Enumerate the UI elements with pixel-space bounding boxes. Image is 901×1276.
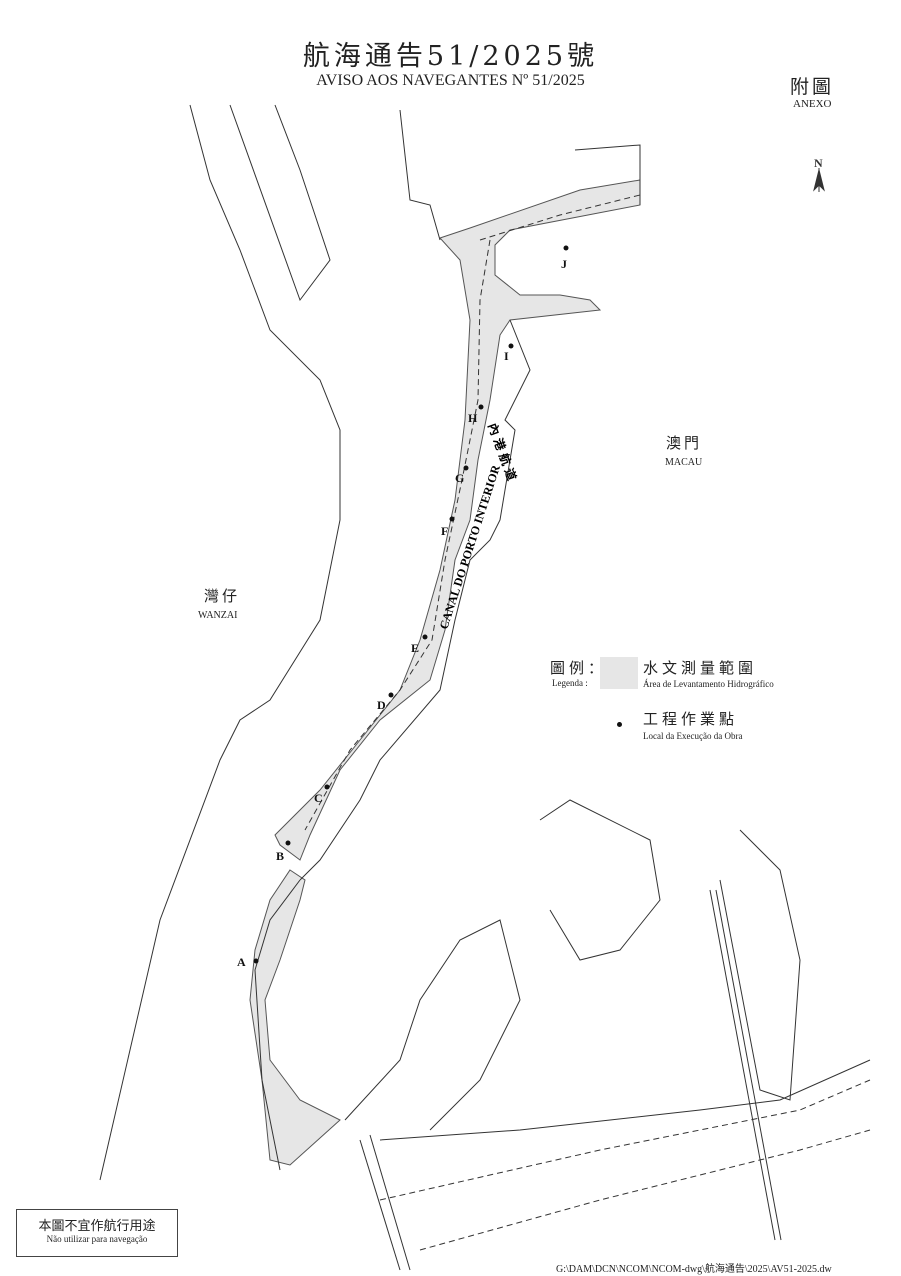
point-b <box>285 840 291 846</box>
legend-survey-zh: 水文測量範圍 <box>643 659 758 677</box>
point-i <box>508 343 514 349</box>
works-points: A B C D E F G H I J <box>237 245 569 969</box>
svg-text:I: I <box>504 349 509 363</box>
svg-text:A: A <box>237 955 246 969</box>
point-d <box>388 692 394 698</box>
survey-area <box>274 179 641 861</box>
disclaimer-zh: 本圖不宜作航行用途 <box>38 1219 156 1234</box>
annex-label-chinese: 附圖 <box>790 76 835 98</box>
point-f <box>449 516 455 522</box>
point-a <box>253 958 259 964</box>
svg-text:B: B <box>276 849 284 863</box>
svg-text:H: H <box>468 411 478 425</box>
wanzai-label-zh: 灣仔 <box>204 587 241 605</box>
svg-text:F: F <box>441 524 448 538</box>
disclaimer-pt: Não utilizar para navegação <box>46 1234 148 1244</box>
legend-works-pt: Local da Execução da Obra <box>643 731 743 741</box>
file-path: G:\DAM\DCN\NCOM\NCOM-dwg\航海通告\2025\AV51-… <box>556 1264 832 1275</box>
macau-label-pt: MACAU <box>665 457 703 468</box>
svg-text:J: J <box>561 257 567 271</box>
legend-survey-pt: Área de Levantamento Hidrográfico <box>643 679 774 689</box>
svg-text:C: C <box>314 791 323 805</box>
point-g <box>463 465 469 471</box>
north-arrow-icon: N <box>813 156 825 192</box>
legend-title-pt: Legenda : <box>552 678 588 688</box>
title-chinese: 航海通告51/2025號 <box>302 41 599 72</box>
svg-text:D: D <box>377 698 386 712</box>
point-j <box>563 245 569 251</box>
svg-text:G: G <box>455 471 464 485</box>
point-e <box>422 634 428 640</box>
title-portuguese: AVISO AOS NAVEGANTES Nº 51/2025 <box>316 72 585 89</box>
navigation-disclaimer: 本圖不宜作航行用途 Não utilizar para navegação <box>16 1209 178 1257</box>
legend-works-dot-icon <box>617 722 622 727</box>
wanzai-label-pt: WANZAI <box>198 610 238 621</box>
legend-survey-swatch <box>600 657 638 689</box>
point-c <box>324 784 330 790</box>
point-h <box>478 404 484 410</box>
svg-text:N: N <box>814 156 823 170</box>
legend-works-zh: 工程作業點 <box>643 710 739 728</box>
svg-text:E: E <box>411 641 419 655</box>
annex-label-portuguese: ANEXO <box>793 98 832 110</box>
legend-title-zh: 圖例： <box>550 659 608 677</box>
macau-label-zh: 澳門 <box>666 434 703 452</box>
